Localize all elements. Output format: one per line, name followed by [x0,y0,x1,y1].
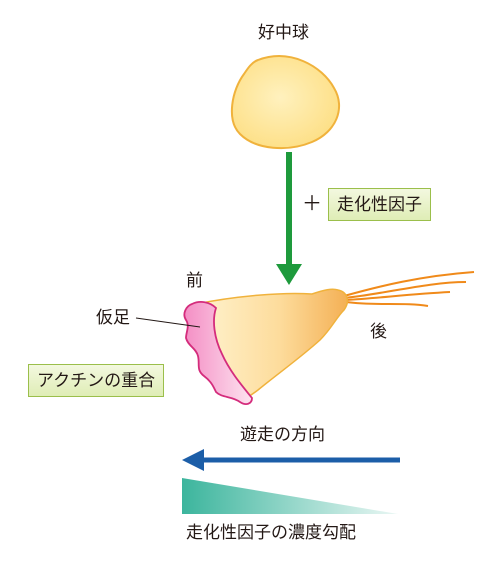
pseudopod-leader-line [135,317,201,328]
plus-sign: ＋ [302,191,322,215]
pseudopod [183,301,253,405]
rear-label: 後 [370,322,387,342]
neutrophil-cell [230,55,340,150]
migration-direction-label: 遊走の方向 [240,425,325,445]
gradient-wedge [182,478,398,514]
front-label: 前 [186,271,203,291]
neutrophil-label: 好中球 [258,23,309,43]
gradient-label: 走化性因子の濃度勾配 [186,523,356,543]
chemotactic-factor-box: 走化性因子 [328,188,431,221]
actin-polymerization-box: アクチンの重合 [28,364,165,397]
migrating-cell-body [194,288,349,401]
tail-filaments [343,271,475,307]
pseudopod-label: 仮足 [96,308,130,328]
migration-arrow-head [182,449,204,471]
stimulus-arrow-head [276,264,302,285]
